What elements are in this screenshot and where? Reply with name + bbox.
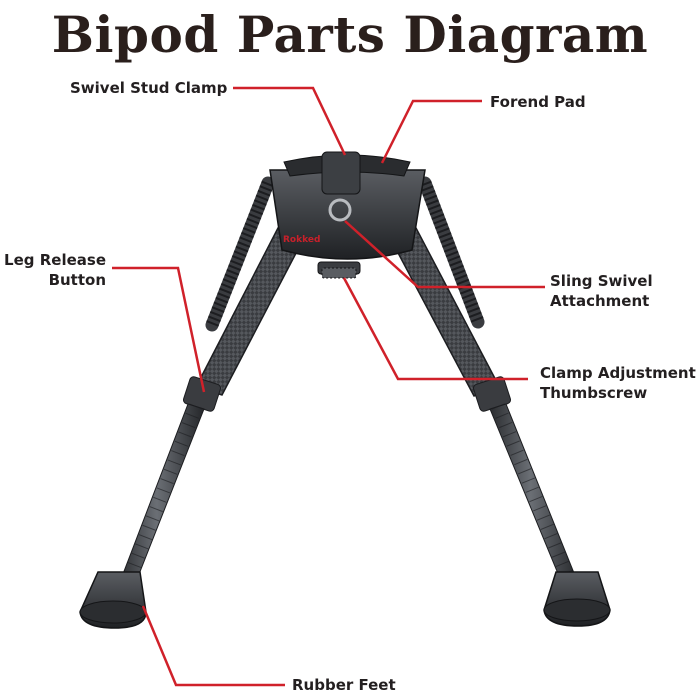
leader-sling-swivel <box>345 221 545 287</box>
label-sling-swivel-attachment: Sling Swivel Attachment <box>550 271 653 311</box>
label-rubber-feet: Rubber Feet <box>292 675 396 695</box>
label-swivel-stud-clamp: Swivel Stud Clamp <box>70 78 227 98</box>
leader-forend-pad <box>382 101 482 163</box>
label-leg-release-button: Leg Release Button <box>4 250 106 290</box>
leader-rubber-feet <box>143 606 285 685</box>
label-forend-pad: Forend Pad <box>490 92 586 112</box>
leader-swivel-stud-clamp <box>233 88 345 155</box>
label-clamp-adjustment-thumbscrew: Clamp Adjustment Thumbscrew <box>540 363 696 403</box>
leader-leg-release-button <box>112 268 204 392</box>
leader-thumbscrew <box>344 278 528 379</box>
